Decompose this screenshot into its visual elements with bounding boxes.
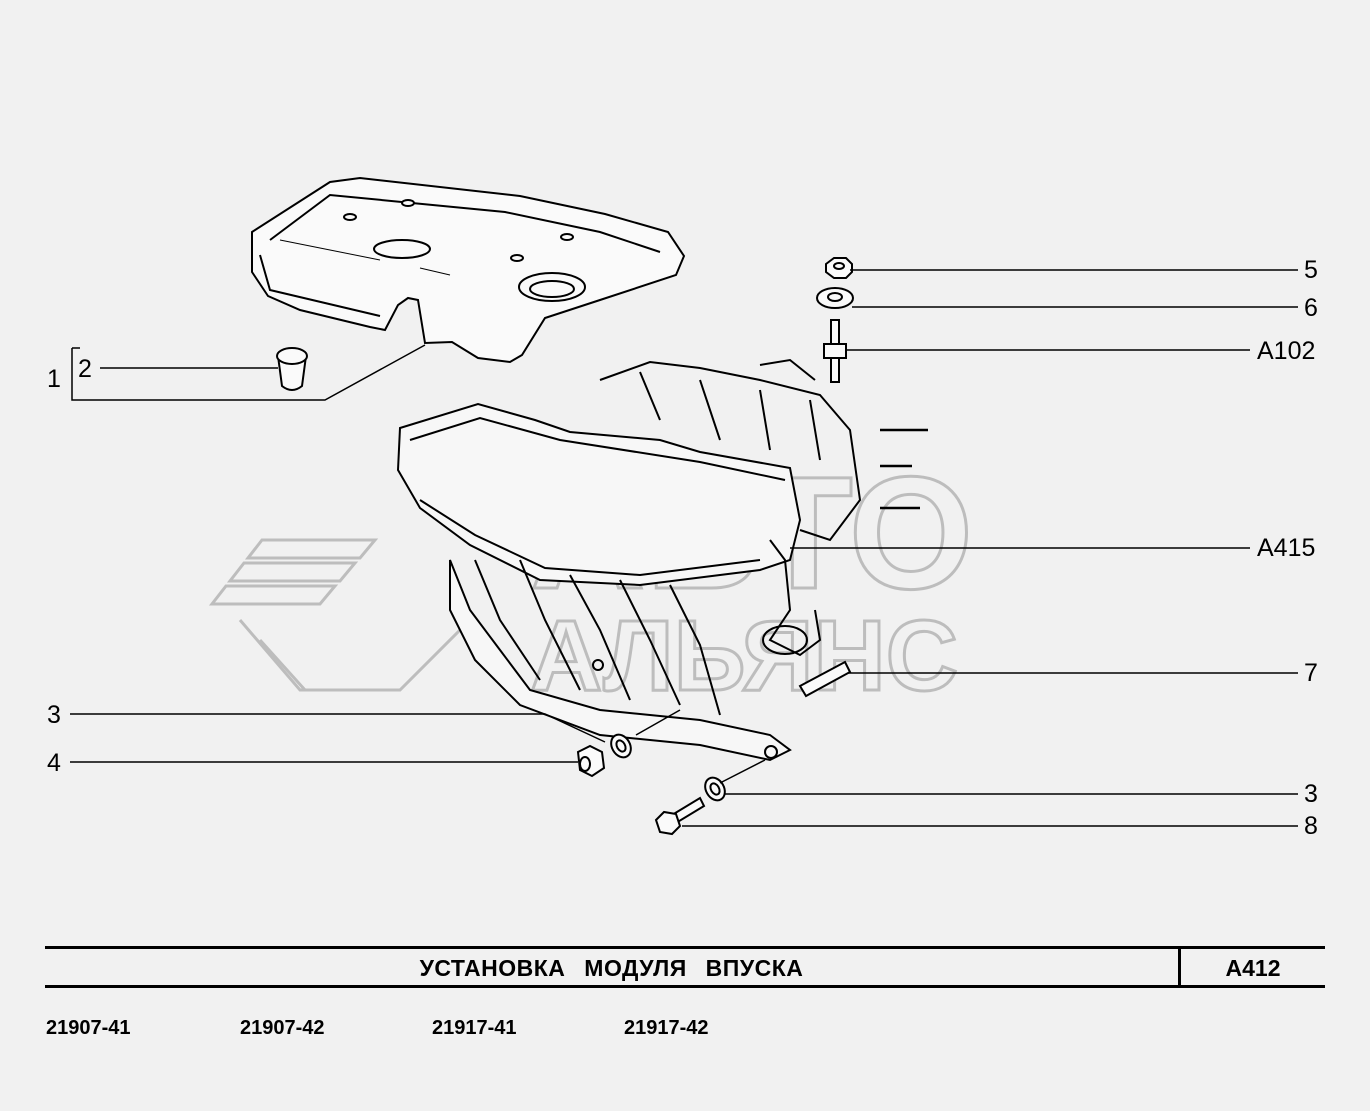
nut-5: [825, 257, 853, 279]
callout-8: 8: [1304, 812, 1318, 840]
model-code: 21907-41: [46, 1017, 131, 1039]
model-code: 21917-42: [624, 1017, 709, 1039]
callout-7: 7: [1304, 659, 1318, 687]
cover-cap: [276, 347, 308, 391]
diagram-code: A412: [1225, 955, 1281, 981]
callout-5: 5: [1304, 256, 1318, 284]
stud-7: [798, 660, 852, 698]
leader-lines: [70, 269, 1298, 827]
engine-cover: [251, 176, 686, 364]
title-bar: УСТАНОВКА МОДУЛЯ ВПУСКА A412: [45, 946, 1325, 988]
title-divider: [1178, 949, 1181, 985]
bolt-8: [654, 796, 706, 836]
callout-4: 4: [47, 749, 61, 777]
watermark-line2: АЛЬЯНС: [530, 600, 958, 712]
callout-3-right: 3: [1304, 780, 1318, 808]
washer-6: [816, 287, 854, 309]
callout-3-left: 3: [47, 701, 61, 729]
callout-6: 6: [1304, 294, 1318, 322]
intake-manifold: [396, 358, 928, 762]
washer-3-right: [704, 776, 726, 802]
page-title: УСТАНОВКА МОДУЛЯ ВПУСКА: [419, 955, 804, 981]
stud-a102: [823, 319, 847, 383]
callout-2: 2: [78, 355, 92, 383]
exploded-parts-diagram: АВТО АЛЬЯНС: [70, 176, 1298, 836]
callout-a415: A415: [1257, 534, 1316, 562]
callout-1: 1: [47, 365, 61, 393]
model-code: 21907-42: [240, 1017, 325, 1039]
washer-3-left: [610, 733, 632, 759]
nut-4: [576, 744, 606, 778]
callout-a102: A102: [1257, 337, 1316, 365]
watermark-stripes: [208, 538, 472, 692]
model-code: 21917-41: [432, 1017, 517, 1039]
